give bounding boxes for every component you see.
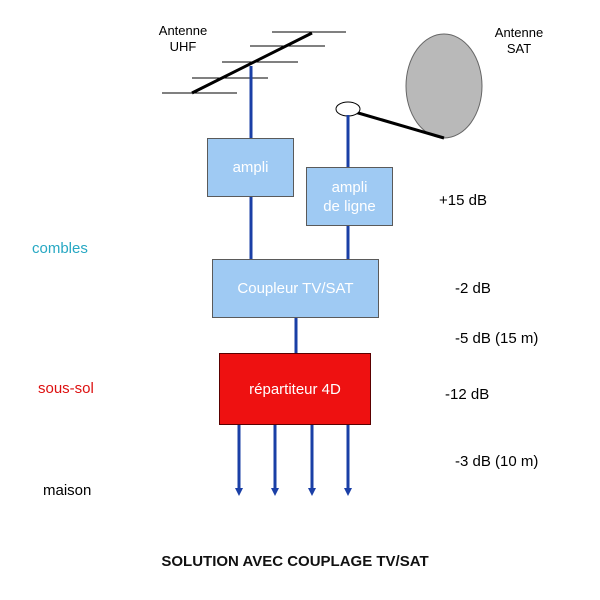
uhf-antenna-label-line2: UHF bbox=[169, 39, 197, 54]
zone-maison: maison bbox=[43, 482, 92, 499]
zone-sous-sol: sous-sol bbox=[38, 380, 94, 397]
signal-wires bbox=[235, 66, 352, 496]
ampli-box-label: ampli bbox=[232, 159, 269, 176]
repartiteur-box-label: répartiteur 4D bbox=[249, 380, 341, 398]
uhf-antenna-label-line1: Antenne bbox=[158, 23, 208, 38]
sat-antenna-label-line1: Antenne bbox=[494, 25, 544, 40]
sat-dish-icon bbox=[335, 33, 483, 140]
gain-coupleur: -2 dB bbox=[455, 280, 491, 297]
ampli-ligne-label-line2: de ligne bbox=[323, 197, 376, 215]
uhf-antenna-label: Antenne UHF bbox=[143, 23, 223, 55]
repartiteur-box: répartiteur 4D bbox=[219, 353, 371, 425]
sat-antenna-label: Antenne SAT bbox=[479, 25, 559, 57]
gain-ampli-ligne: +15 dB bbox=[439, 192, 487, 209]
uhf-antenna-icon bbox=[162, 31, 346, 95]
ampli-ligne-label-line1: ampli bbox=[331, 178, 368, 196]
gain-cable-15m: -5 dB (15 m) bbox=[455, 330, 539, 347]
coupleur-box: Coupleur TV/SAT bbox=[212, 259, 379, 318]
sat-antenna-label-line2: SAT bbox=[506, 41, 532, 56]
gain-repartiteur: -12 dB bbox=[445, 386, 490, 403]
ampli-ligne-box: ampli de ligne bbox=[306, 167, 393, 226]
gain-cable-10m: -3 dB (10 m) bbox=[455, 453, 539, 470]
zone-combles: combles bbox=[32, 240, 88, 257]
diagram-title: SOLUTION AVEC COUPLAGE TV/SAT bbox=[161, 553, 429, 570]
coupleur-box-label: Coupleur TV/SAT bbox=[237, 280, 354, 297]
ampli-box: ampli bbox=[207, 138, 294, 197]
